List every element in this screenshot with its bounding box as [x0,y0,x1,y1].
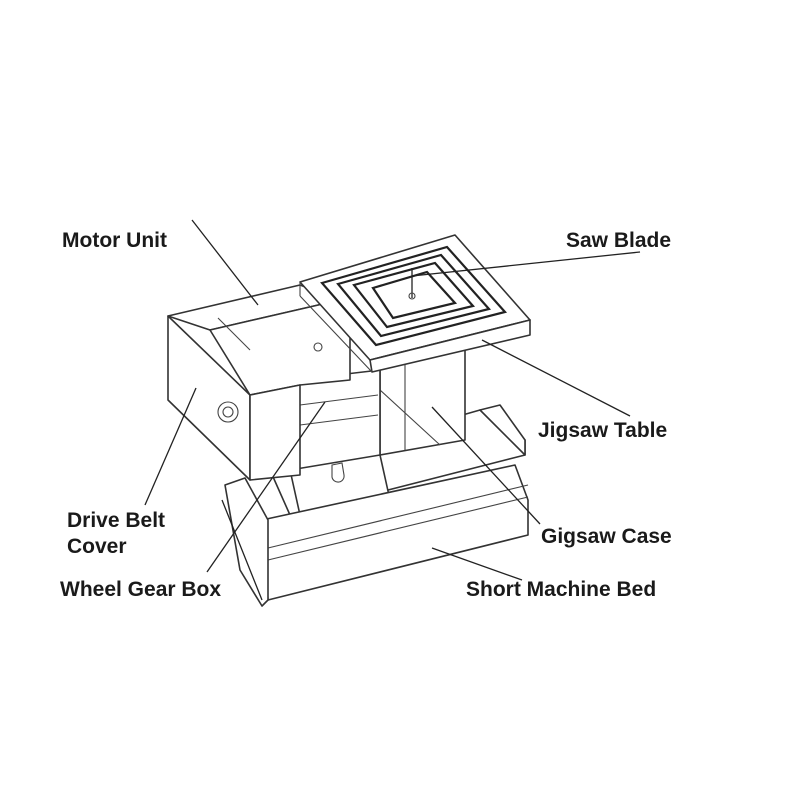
leader-wheel-gear-box-1 [206,401,326,573]
label-jigsaw-table: Jigsaw Table [538,419,668,442]
leader-saw-blade [411,251,641,277]
leader-drive-belt-cover [144,387,197,506]
label-wheel-gear-box: Wheel Gear Box [60,578,222,601]
label-drive-belt: Drive Belt [67,509,166,532]
leader-wheel-gear-box-2 [221,499,263,601]
leader-jigsaw-table [481,339,631,417]
label-gigsaw-case: Gigsaw Case [541,525,672,548]
leader-motor-unit [191,219,259,306]
label-short-machine-bed: Short Machine Bed [466,578,657,601]
label-saw-blade: Saw Blade [566,229,672,252]
leader-gigsaw-case [431,406,541,525]
leader-short-machine-bed [431,547,523,581]
label-motor-unit: Motor Unit [62,229,167,252]
label-cover: Cover [67,535,127,558]
